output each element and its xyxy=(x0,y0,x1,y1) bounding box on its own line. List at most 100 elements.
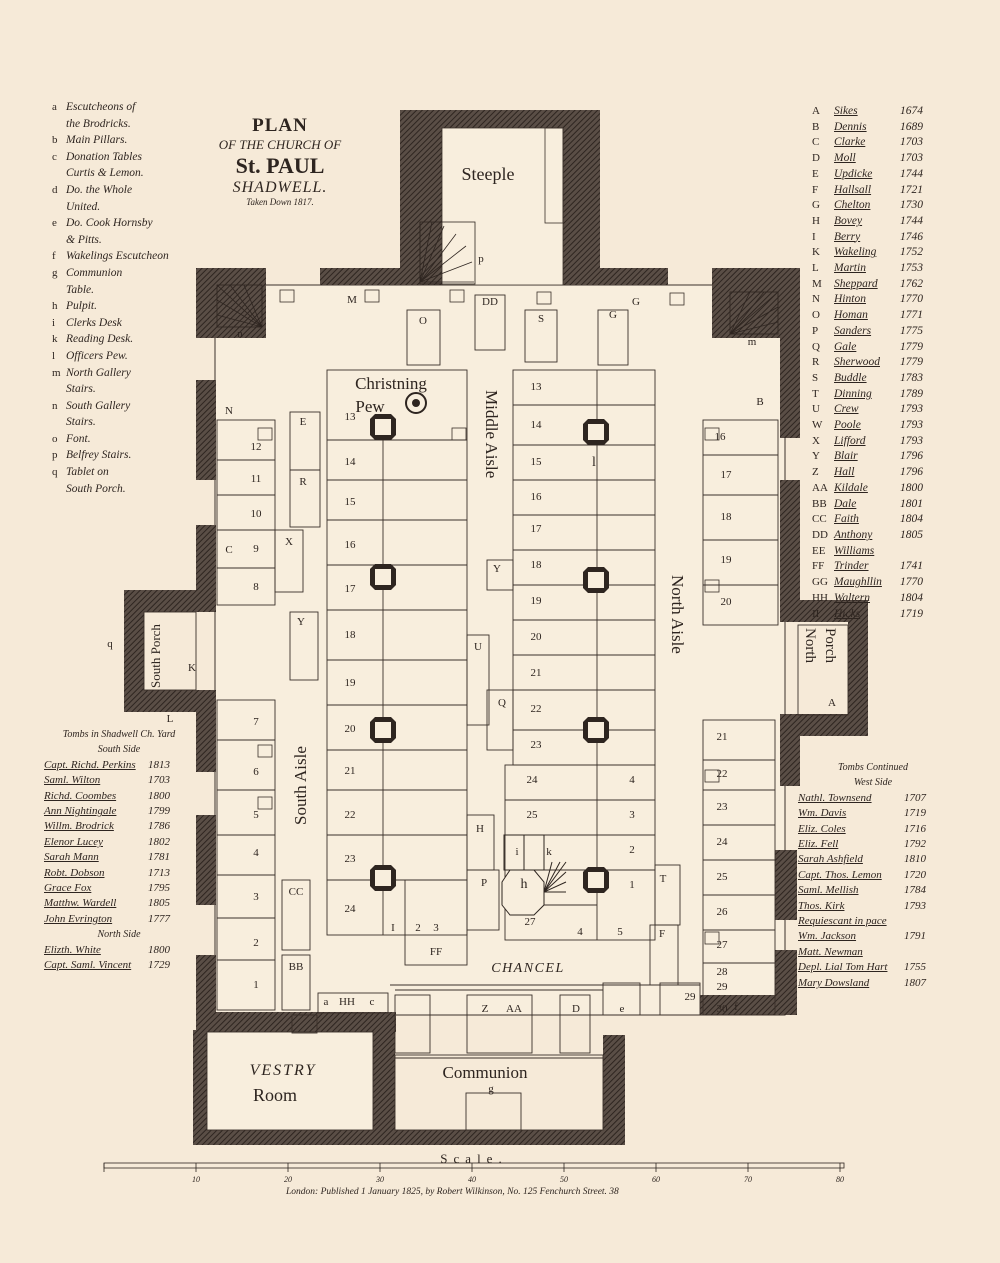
pew-owner-name: Martin xyxy=(834,262,866,275)
plan-label: DD xyxy=(482,296,498,308)
tombs-south-list: Tombs in Shadwell Ch. Yard South Side Ca… xyxy=(44,727,194,974)
reference-key-item: Stairs. xyxy=(52,381,220,398)
pew-owner-code: Y xyxy=(812,450,820,463)
reference-key-text: Curtis & Lemon. xyxy=(66,167,144,180)
pew-owner-code: E xyxy=(812,167,819,180)
title-line-shadwell: SHADWELL. xyxy=(232,179,328,196)
plan-label: I xyxy=(391,922,395,934)
pew-owner-year: 1793 xyxy=(900,434,923,447)
pillar xyxy=(583,717,609,743)
pew-owner-name: Wakeling xyxy=(834,246,877,259)
pew-owner-year: 1730 xyxy=(900,199,923,212)
plan-label: a xyxy=(324,996,329,1008)
reference-key-text: Officers Pew. xyxy=(66,349,128,362)
pew-number: 2 xyxy=(629,844,635,856)
reference-key-text: & Pitts. xyxy=(66,233,102,246)
south-porch-bottom xyxy=(124,690,216,712)
reference-key-letter: l xyxy=(52,349,56,362)
plan-label: S xyxy=(538,313,544,325)
title-line-plan: PLAN xyxy=(252,115,308,136)
communion-label: Communion xyxy=(442,1063,528,1082)
pew-number: 4 xyxy=(577,926,583,938)
font-icon xyxy=(405,392,427,414)
tomb-year: 1807 xyxy=(904,976,926,989)
reference-key-letter: e xyxy=(52,217,57,230)
wall-tablets xyxy=(257,289,720,945)
pew-owner-name: Williams xyxy=(834,544,875,557)
south-aisle-label: South Aisle xyxy=(291,746,310,825)
plan-label: HH xyxy=(339,996,355,1008)
pew-number: 18 xyxy=(721,511,733,523)
south-porch-left xyxy=(124,612,144,700)
plan-label: g xyxy=(488,1083,494,1095)
pew-number: 13 xyxy=(345,411,357,423)
pew-owner-code: H xyxy=(812,214,820,227)
pew-owner-name: Clarke xyxy=(834,136,866,149)
plan-label: l xyxy=(592,455,596,470)
pew-number: 29 xyxy=(685,991,697,1003)
pew-owner-year: 1800 xyxy=(900,481,923,494)
pew-owner-code: G xyxy=(812,199,820,212)
reference-key-text: Pulpit. xyxy=(66,300,97,313)
map-title: PLAN OF THE CHURCH OF St. PAUL SHADWELL.… xyxy=(200,115,360,207)
pew-owner-year: 1746 xyxy=(900,230,923,243)
tomb-year: 1793 xyxy=(904,899,926,912)
walls xyxy=(124,110,868,1145)
reference-key-text: Wakelings Escutcheon xyxy=(66,250,169,263)
scale-tick: 80 xyxy=(836,1175,844,1184)
scale-tick: 50 xyxy=(560,1175,568,1184)
pew-owner-code: I xyxy=(812,230,816,243)
pew-owner-code: O xyxy=(812,309,820,322)
pew-owner-code: N xyxy=(812,293,820,306)
pew-number: 21 xyxy=(531,667,542,679)
pew-owner-code: AA xyxy=(812,481,828,494)
pew-owner-name: Moll xyxy=(834,152,856,165)
tomb-year: 1802 xyxy=(148,835,170,848)
reference-key-letter: n xyxy=(52,399,58,412)
reference-key-text: Clerks Desk xyxy=(66,316,122,329)
pew-number: 3 xyxy=(433,922,439,934)
plan-label: G xyxy=(609,309,617,321)
christning-pew-label: Christning xyxy=(355,374,427,393)
reference-key-text: Table. xyxy=(66,283,95,296)
pew-owner-year: 1770 xyxy=(900,576,923,589)
pew-owner-year: 1719 xyxy=(900,607,923,620)
vestry-west-wall xyxy=(193,1030,207,1145)
pew-owner-year: 1771 xyxy=(900,309,923,322)
reference-key-item: Stairs. xyxy=(52,414,220,431)
tombs-north-heading: North Side xyxy=(97,929,141,941)
pew-owner-year: 1744 xyxy=(900,167,923,180)
tomb-year: 1810 xyxy=(904,853,926,866)
reference-key-letter: d xyxy=(52,183,58,196)
plan-label: X xyxy=(285,536,293,548)
pillar xyxy=(370,414,396,440)
plan-label: h xyxy=(521,877,528,892)
pew-owner-year: 1793 xyxy=(900,403,923,416)
middle-aisle-label: Middle Aisle xyxy=(482,390,501,478)
pew-owner-name: Chelton xyxy=(834,199,871,212)
pew-number: 25 xyxy=(527,809,539,821)
pew-owner-code: FF xyxy=(812,560,825,573)
pew-number: 26 xyxy=(717,906,729,918)
pew-owner-year: 1741 xyxy=(900,560,923,573)
